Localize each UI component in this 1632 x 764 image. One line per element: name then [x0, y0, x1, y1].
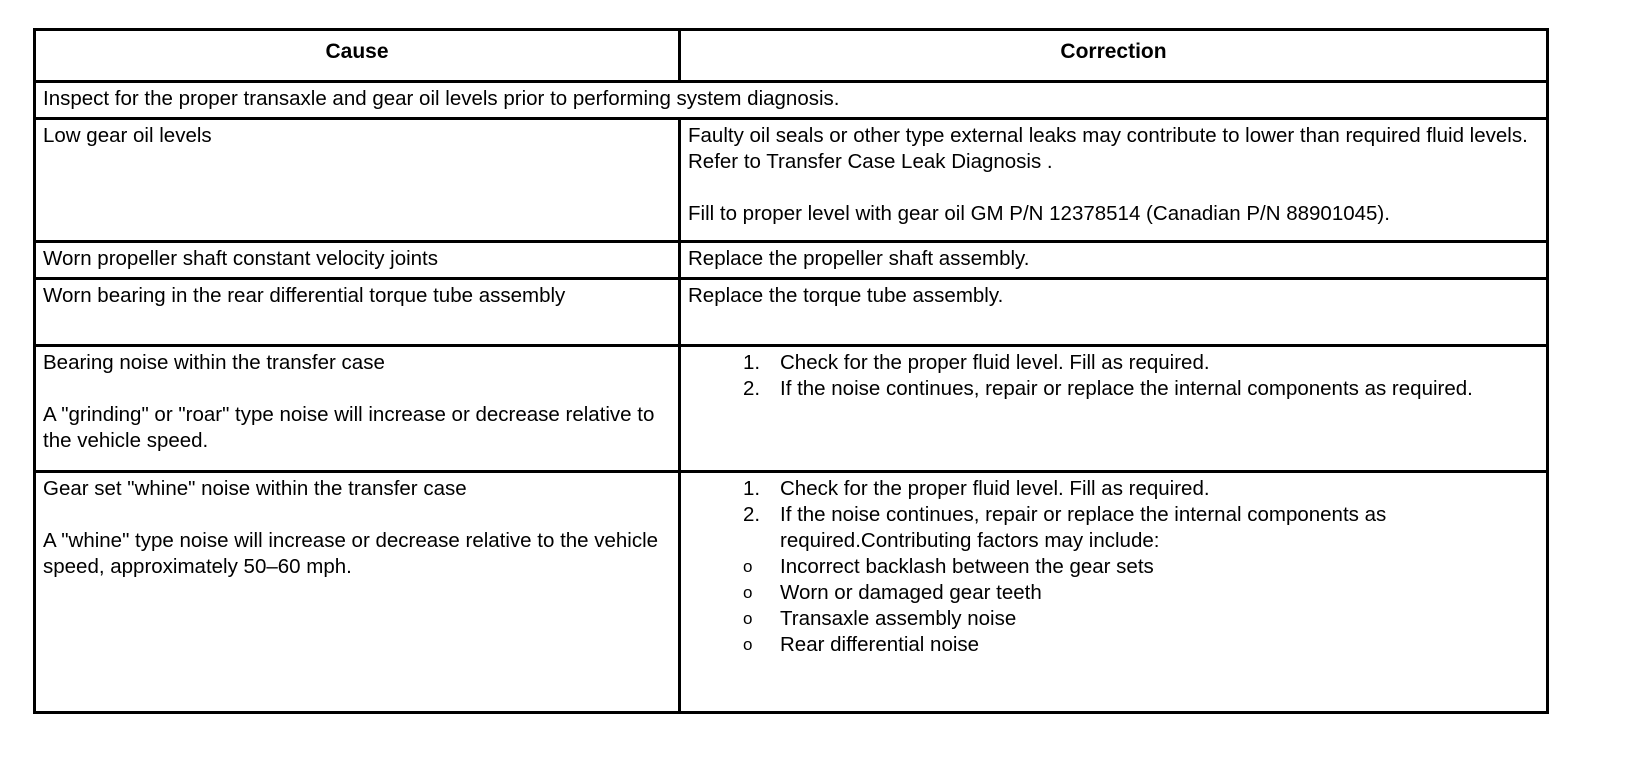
table-row: Bearing noise within the transfer case A… [33, 344, 1549, 474]
cause-cell: Worn bearing in the rear differential to… [33, 277, 681, 348]
table-row: Worn bearing in the rear differential to… [33, 277, 1549, 348]
correction-cell: Replace the torque tube assembly. [678, 277, 1549, 348]
table-header-row: Cause Correction [33, 28, 1549, 83]
correction-paragraph: Faulty oil seals or other type external … [688, 124, 1528, 174]
table-row: Low gear oil levels Faulty oil seals or … [33, 117, 1549, 244]
table-row: Worn propeller shaft constant velocity j… [33, 240, 1549, 281]
correction-step: If the noise continues, repair or replac… [743, 376, 1473, 402]
correction-step: Check for the proper fluid level. Fill a… [743, 350, 1210, 376]
note-cell: Inspect for the proper transaxle and gea… [33, 79, 1549, 121]
cause-cell: Low gear oil levels [33, 117, 681, 244]
diagnosis-table-container: Cause Correction Inspect for the proper … [33, 28, 1549, 715]
correction-cell: Check for the proper fluid level. Fill a… [678, 344, 1549, 474]
correction-step: Check for the proper fluid level. Fill a… [743, 476, 1210, 502]
correction-cell: Replace the propeller shaft assembly. [678, 240, 1549, 281]
cause-paragraph: A "grinding" or "roar" type noise will i… [43, 403, 655, 453]
contributing-factor-item: Incorrect backlash between the gear sets [688, 554, 1539, 580]
correction-step: If the noise continues, repair or replac… [743, 502, 1387, 553]
table-row: Gear set "whine" noise within the transf… [33, 470, 1549, 715]
cause-paragraph: Gear set "whine" noise within the transf… [43, 477, 467, 501]
contributing-factor-item: Worn or damaged gear teeth [688, 580, 1539, 606]
correction-paragraph: Fill to proper level with gear oil GM P/… [688, 202, 1390, 226]
contributing-factor-item: Transaxle assembly noise [688, 606, 1539, 632]
cause-cell: Gear set "whine" noise within the transf… [33, 470, 681, 715]
column-header-correction: Correction [678, 28, 1549, 83]
cause-correction-table: Cause Correction Inspect for the proper … [33, 28, 1549, 715]
cause-cell: Bearing noise within the transfer case A… [33, 344, 681, 474]
correction-step-list: Check for the proper fluid level. Fill a… [688, 476, 1539, 554]
correction-step-list: Check for the proper fluid level. Fill a… [688, 350, 1539, 402]
table-row-note: Inspect for the proper transaxle and gea… [33, 79, 1549, 121]
correction-cell: Faulty oil seals or other type external … [678, 117, 1549, 244]
contributing-factor-item: Rear differential noise [688, 632, 1539, 658]
contributing-factors-list: Incorrect backlash between the gear sets… [688, 554, 1539, 658]
cause-cell: Worn propeller shaft constant velocity j… [33, 240, 681, 281]
cause-paragraph: A "whine" type noise will increase or de… [43, 529, 659, 579]
cause-paragraph: Bearing noise within the transfer case [43, 351, 385, 375]
correction-cell: Check for the proper fluid level. Fill a… [678, 470, 1549, 715]
column-header-cause: Cause [33, 28, 681, 83]
